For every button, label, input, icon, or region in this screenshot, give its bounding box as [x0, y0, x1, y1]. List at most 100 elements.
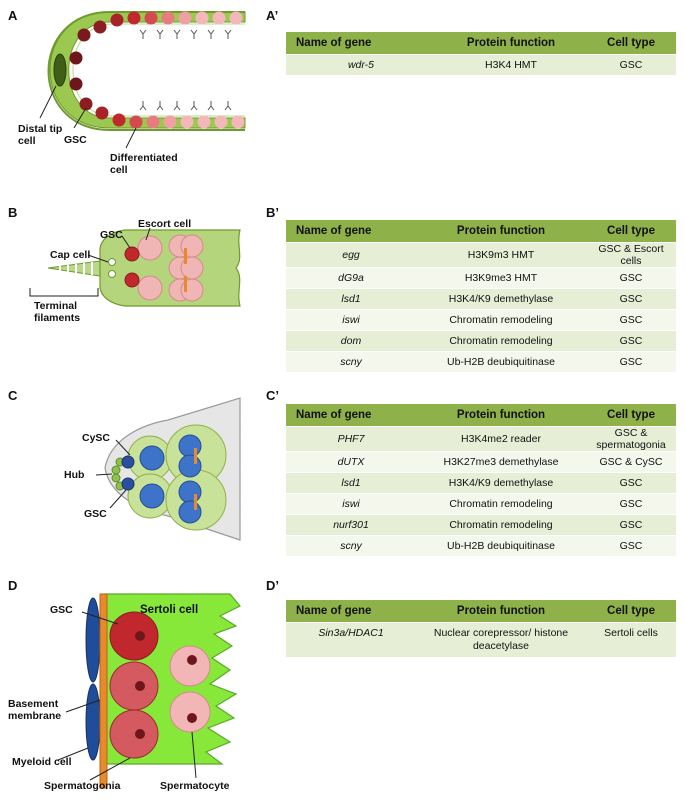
- cell-type: GSC: [586, 514, 676, 536]
- header-function: Protein function: [416, 404, 586, 427]
- header-cell-type: Cell type: [586, 404, 676, 427]
- germ-cells-bottom: [69, 51, 245, 129]
- header-cell-type: Cell type: [586, 600, 676, 623]
- table-header-row: Name of gene Protein function Cell type: [286, 32, 676, 55]
- cell-gene: lsd1: [286, 472, 416, 494]
- cell-gene: Sin3a/HDAC1: [286, 622, 416, 657]
- header-function: Protein function: [436, 32, 586, 55]
- cell-type: Sertoli cells: [586, 622, 676, 657]
- cell-function: H3K27me3 demethylase: [416, 451, 586, 473]
- germ-cells-top: [77, 11, 243, 42]
- cell-gene: nurf301: [286, 514, 416, 536]
- label-myeloid-cell: Myeloid cell: [12, 756, 72, 768]
- cell-gene: PHF7: [286, 426, 416, 452]
- cell-type: GSC: [586, 472, 676, 494]
- label-cap-cell: Cap cell: [50, 249, 91, 261]
- table-row: dom Chromatin remodeling GSC: [286, 330, 676, 352]
- label-basement-membrane: Basement membrane: [8, 698, 62, 722]
- cell-gene: scny: [286, 535, 416, 556]
- table-row: lsd1 H3K4/K9 demethylase GSC: [286, 288, 676, 310]
- cell-type: GSC & spermatogonia: [586, 426, 676, 452]
- cell-function: H3K4/K9 demethylase: [416, 472, 586, 494]
- cell-function: Chromatin remodeling: [416, 514, 586, 536]
- cell-function: Chromatin remodeling: [416, 330, 586, 352]
- label-gsc-c: GSC: [84, 508, 107, 520]
- cell-function: Nuclear corepressor/ histone deacetylase: [416, 622, 586, 657]
- table-row: dUTX H3K27me3 demethylase GSC & CySC: [286, 451, 676, 473]
- cell-function: Ub-H2B deubiquitinase: [416, 351, 586, 372]
- panel-letter-b-prime: B’: [266, 205, 279, 220]
- table-row: nurf301 Chromatin remodeling GSC: [286, 514, 676, 536]
- cell-function: Ub-H2B deubiquitinase: [416, 535, 586, 556]
- table-a-prime: Name of gene Protein function Cell type …: [286, 32, 676, 75]
- table-row: egg H3K9m3 HMT GSC & Escort cells: [286, 242, 676, 268]
- cell-gene: scny: [286, 351, 416, 372]
- cell-gene: egg: [286, 242, 416, 268]
- cyst-cells-c: [139, 434, 202, 524]
- cell-gene: iswi: [286, 309, 416, 331]
- table-row: wdr-5 H3K4 HMT GSC: [286, 54, 676, 75]
- label-spermatogonia: Spermatogonia: [44, 780, 121, 792]
- cell-type: GSC: [586, 309, 676, 331]
- panel-letter-a-prime: A’: [266, 8, 279, 23]
- cell-gene: dG9a: [286, 267, 416, 289]
- cell-gene: wdr-5: [286, 54, 436, 75]
- table-c-prime: Name of gene Protein function Cell type …: [286, 404, 676, 556]
- cyst-cells-b: [137, 234, 204, 302]
- cell-function: H3K9me3 HMT: [416, 267, 586, 289]
- label-distal-tip-cell: Distal tip cell: [18, 123, 63, 147]
- cell-function: H3K4me2 reader: [416, 426, 586, 452]
- table-row: iswi Chromatin remodeling GSC: [286, 493, 676, 515]
- table-row: lsd1 H3K4/K9 demethylase GSC: [286, 472, 676, 494]
- cell-gene: dom: [286, 330, 416, 352]
- cell-function: H3K4 HMT: [436, 54, 586, 75]
- cell-function: Chromatin remodeling: [416, 493, 586, 515]
- panel-letter-d: D: [8, 578, 18, 593]
- cell-type: GSC: [586, 330, 676, 352]
- table-row: Sin3a/HDAC1 Nuclear corepressor/ histone…: [286, 622, 676, 657]
- cell-function: H3K9m3 HMT: [416, 242, 586, 268]
- header-function: Protein function: [416, 220, 586, 243]
- table-d-prime: Name of gene Protein function Cell type …: [286, 600, 676, 657]
- cell-gene: lsd1: [286, 288, 416, 310]
- cell-type: GSC: [586, 493, 676, 515]
- gsc-cells-b: [124, 246, 140, 288]
- panel-letter-b: B: [8, 205, 18, 220]
- panel-letter-d-prime: D’: [266, 578, 279, 593]
- label-cysc: CySC: [82, 432, 111, 444]
- label-sertoli-cell: Sertoli cell: [140, 604, 199, 616]
- cell-type: GSC: [586, 351, 676, 372]
- header-gene: Name of gene: [286, 32, 436, 55]
- cell-type: GSC & Escort cells: [586, 242, 676, 268]
- table-header-row: Name of gene Protein function Cell type: [286, 220, 676, 243]
- cell-type: GSC: [586, 54, 676, 75]
- cell-gene: iswi: [286, 493, 416, 515]
- table-row: dG9a H3K9me3 HMT GSC: [286, 267, 676, 289]
- cell-type: GSC & CySC: [586, 451, 676, 473]
- header-gene: Name of gene: [286, 220, 416, 243]
- label-spermatocyte: Spermatocyte: [160, 780, 230, 792]
- label-gsc-a: GSC: [64, 134, 87, 146]
- table-row: scny Ub-H2B deubiquitinase GSC: [286, 351, 676, 372]
- label-hub: Hub: [64, 469, 85, 481]
- cell-gene: dUTX: [286, 451, 416, 473]
- panel-letter-c-prime: C’: [266, 388, 279, 403]
- table-header-row: Name of gene Protein function Cell type: [286, 600, 676, 623]
- header-gene: Name of gene: [286, 600, 416, 623]
- spermatogonia-cells: [109, 611, 159, 759]
- table-b-prime: Name of gene Protein function Cell type …: [286, 220, 676, 372]
- cell-function: Chromatin remodeling: [416, 309, 586, 331]
- table-row: PHF7 H3K4me2 reader GSC & spermatogonia: [286, 426, 676, 452]
- header-gene: Name of gene: [286, 404, 416, 427]
- cell-type: GSC: [586, 267, 676, 289]
- header-cell-type: Cell type: [586, 220, 676, 243]
- table-header-row: Name of gene Protein function Cell type: [286, 404, 676, 427]
- label-differentiated-cell: Differentiated cell: [110, 152, 178, 176]
- table-row: scny Ub-H2B deubiquitinase GSC: [286, 535, 676, 556]
- cell-type: GSC: [586, 288, 676, 310]
- header-function: Protein function: [416, 600, 586, 623]
